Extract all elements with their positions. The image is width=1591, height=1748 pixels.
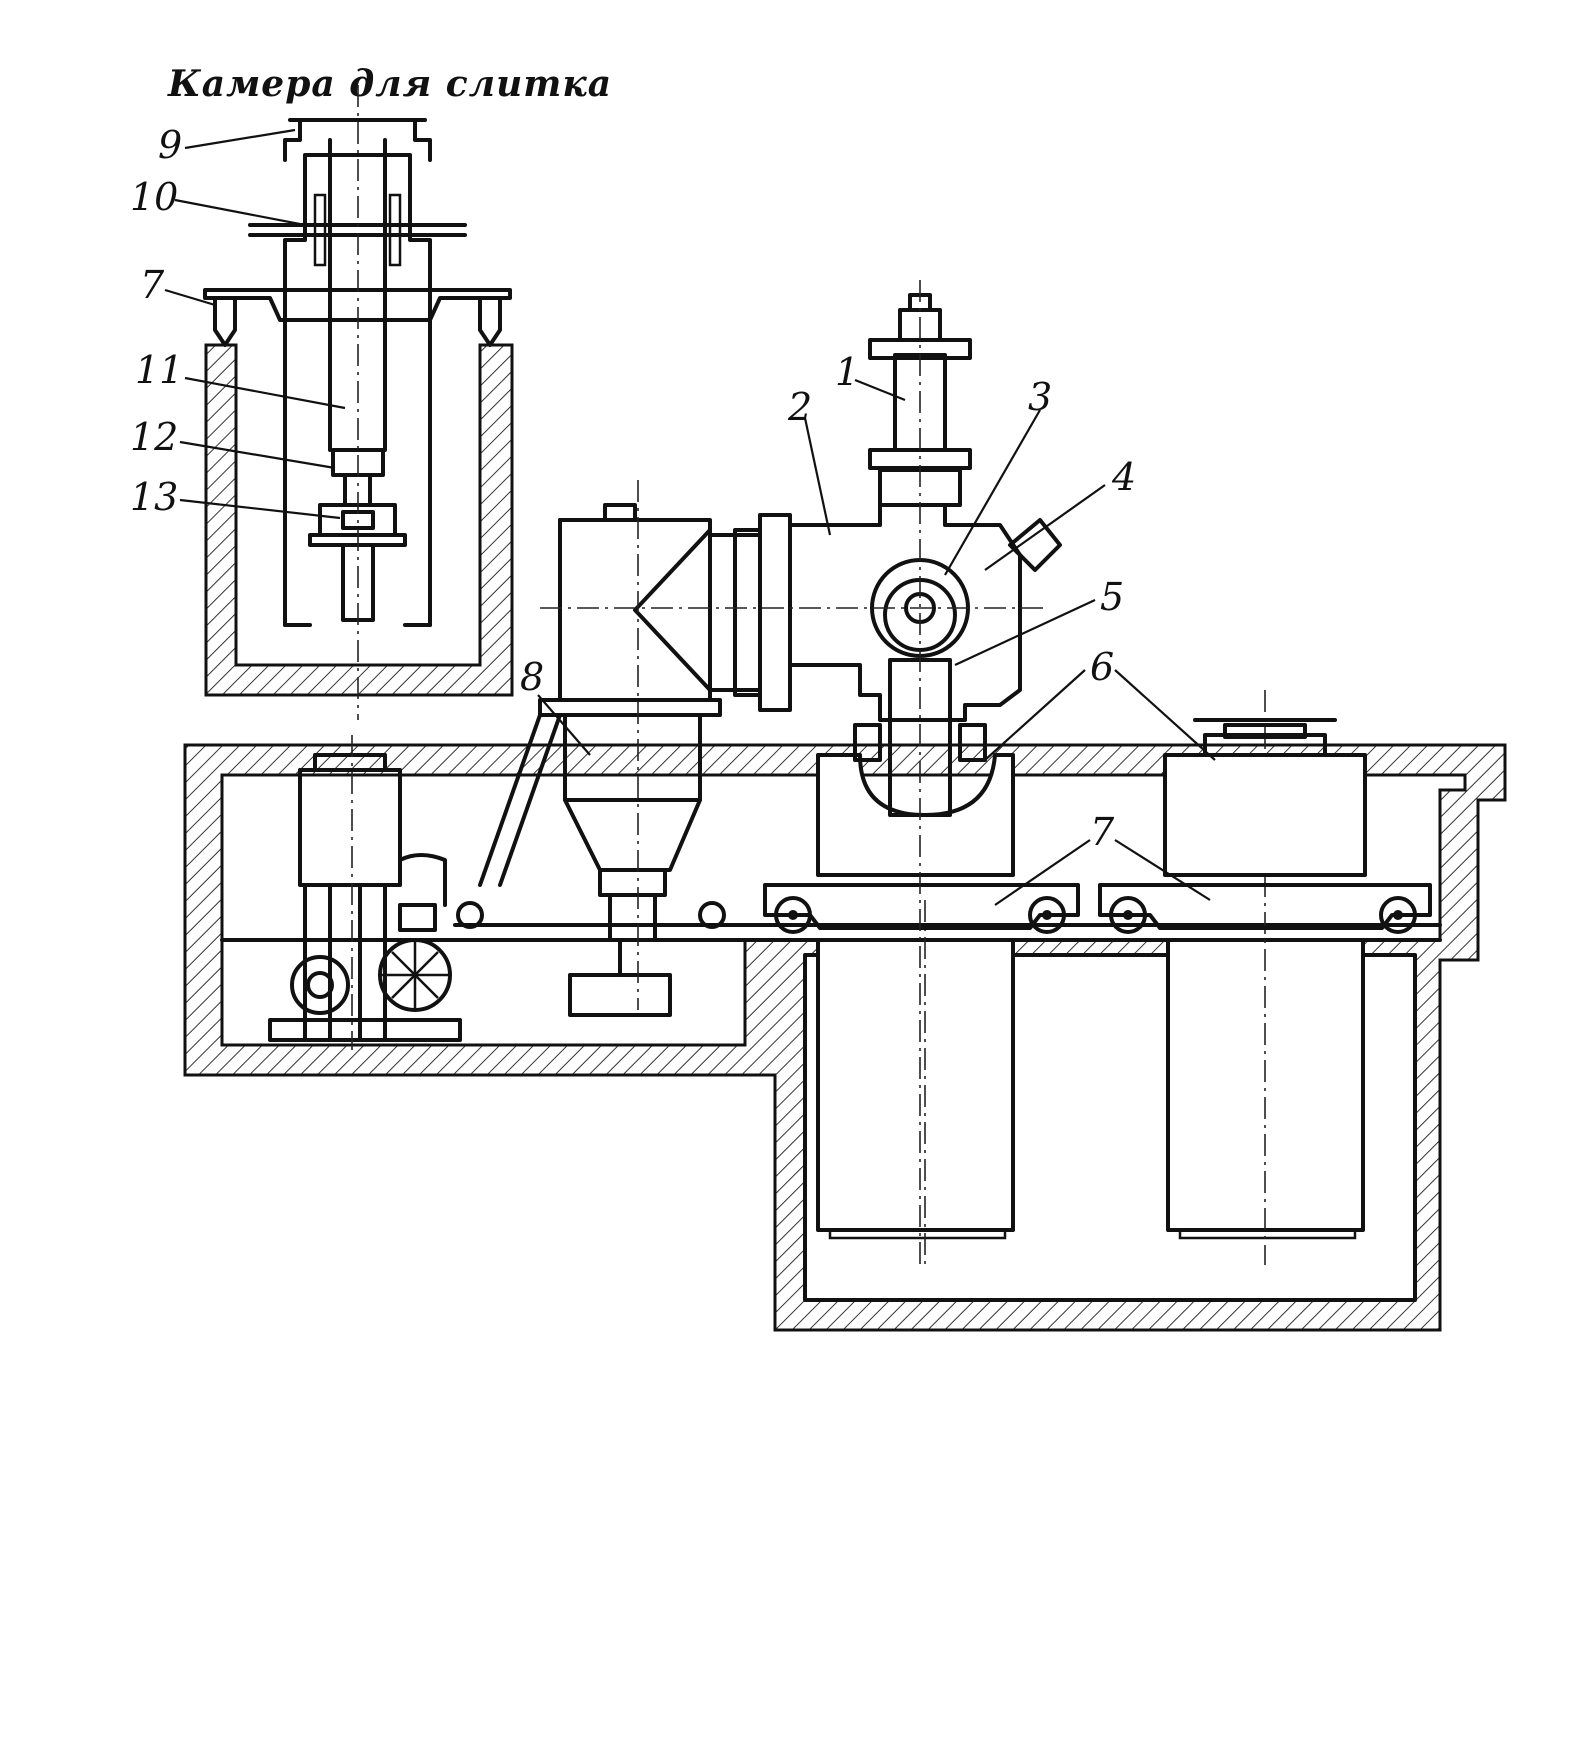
hopper — [456, 480, 1045, 1017]
lower-crucibles — [816, 690, 1365, 1265]
ingot-chamber-title: Камера для слитка — [167, 63, 612, 105]
drive-unit — [268, 735, 462, 1050]
callout-13: 13 — [130, 475, 178, 519]
callout-4: 4 — [1111, 455, 1136, 499]
chamber-support-left — [213, 296, 237, 347]
callout-12: 12 — [130, 415, 178, 459]
callout-7-chamber: 7 — [140, 263, 165, 307]
callout-8: 8 — [520, 655, 544, 699]
motor-housing — [298, 768, 402, 887]
mold-right — [1163, 753, 1367, 877]
carts — [763, 883, 1432, 934]
callout-10: 10 — [130, 175, 178, 219]
callout-11: 11 — [135, 348, 183, 392]
chamber-rod — [328, 138, 387, 452]
callout-6: 6 — [1090, 645, 1114, 689]
cart-left — [763, 883, 1080, 930]
hopper-cone — [563, 798, 702, 872]
drive-pulley-left — [290, 955, 350, 1015]
crucible-left — [816, 938, 1015, 1232]
hopper-weight — [568, 973, 672, 1017]
chamber-inner-shell — [283, 153, 432, 627]
callout-7-carts: 7 — [1090, 810, 1115, 854]
callout-9: 9 — [158, 123, 182, 167]
chamber-top-flange — [283, 118, 432, 162]
callouts: 1 2 3 4 5 6 7 8 9 10 7 11 12 13 — [130, 123, 1216, 906]
callout-3: 3 — [1028, 375, 1052, 419]
callout-2: 2 — [787, 385, 812, 429]
sleeve — [888, 658, 952, 817]
callout-5: 5 — [1100, 575, 1124, 619]
ingot-chamber: Камера для слитка — [167, 63, 612, 720]
chamber-pit-wall — [204, 343, 514, 697]
callout-1: 1 — [835, 350, 859, 394]
viewport — [1008, 518, 1062, 572]
chamber-support-right — [478, 296, 502, 347]
cart-right — [1098, 883, 1432, 930]
